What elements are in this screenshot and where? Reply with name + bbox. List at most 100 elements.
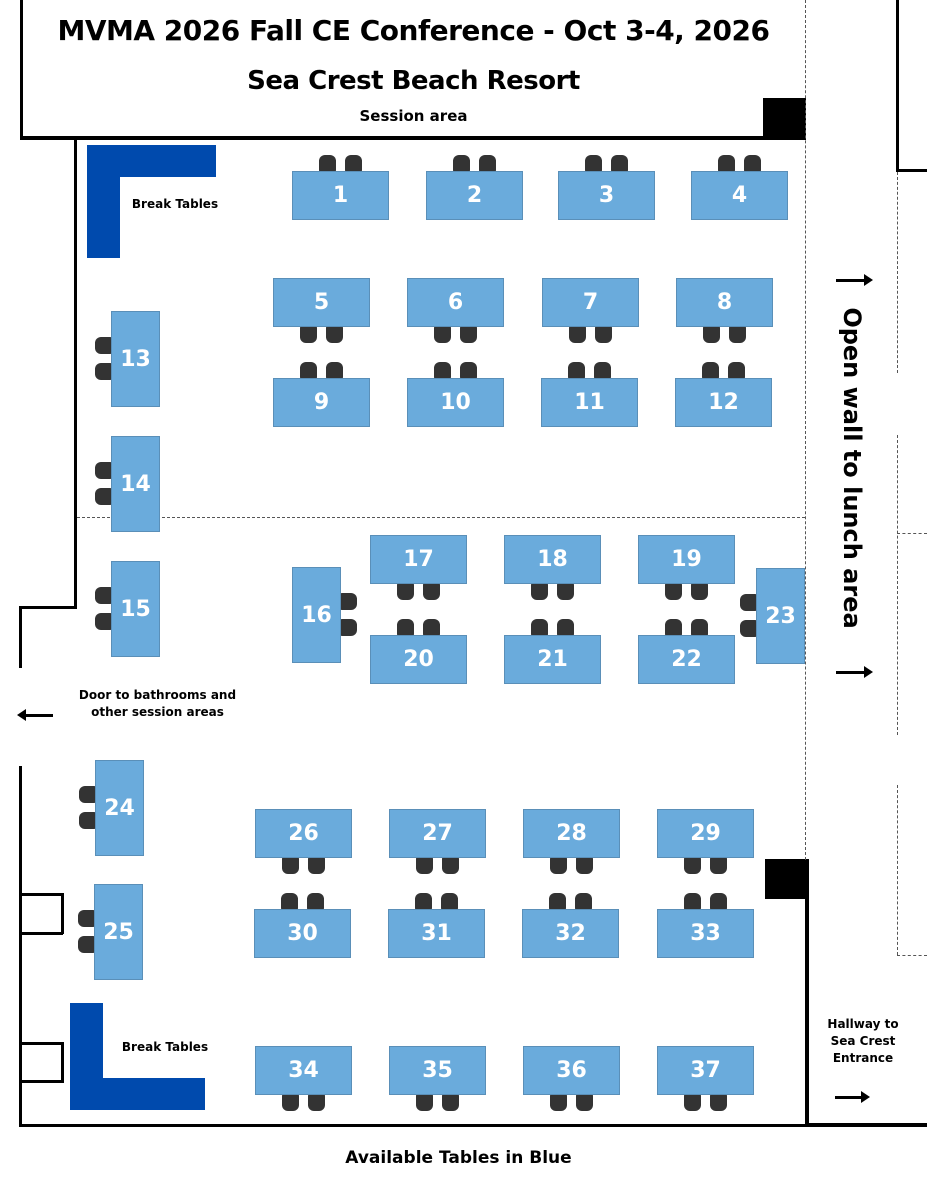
table-35[interactable]: 35 (389, 1046, 486, 1095)
table-1[interactable]: 1 (292, 171, 389, 220)
chair-icon (709, 857, 727, 874)
chair-icon (79, 786, 96, 803)
door-label-line1: Door to bathrooms and (78, 688, 237, 702)
chair-icon (575, 1094, 593, 1111)
chair-icon (396, 619, 414, 636)
table-18[interactable]: 18 (504, 535, 601, 584)
open-wall-arrow-top-icon (836, 274, 873, 286)
chair-icon (452, 155, 470, 172)
left-wall-upper (74, 138, 77, 608)
table-8[interactable]: 8 (676, 278, 773, 327)
table-24[interactable]: 24 (95, 760, 144, 856)
chair-icon (307, 1094, 325, 1111)
chair-icon (95, 337, 112, 354)
lunch-area-line-2 (897, 435, 898, 735)
table-16[interactable]: 16 (292, 567, 341, 663)
break-tables-label-top: Break Tables (131, 197, 219, 211)
table-number: 22 (671, 647, 702, 672)
chair-icon (717, 155, 735, 172)
open-wall-arrow-bottom-icon (836, 666, 873, 678)
table-12[interactable]: 12 (675, 378, 772, 427)
table-number: 8 (716, 290, 733, 315)
table-number: 3 (598, 183, 615, 208)
table-number: 20 (403, 647, 434, 672)
chair-icon (664, 619, 682, 636)
table-number: 29 (690, 821, 721, 846)
open-wall-label: Open wall to lunch area (838, 307, 866, 629)
table-22[interactable]: 22 (638, 635, 735, 684)
left-wall-door-upper (19, 606, 22, 668)
chair-icon (740, 594, 757, 611)
table-10[interactable]: 10 (407, 378, 504, 427)
chair-icon (549, 857, 567, 874)
table-28[interactable]: 28 (523, 809, 620, 858)
table-number: 23 (765, 603, 796, 629)
table-number: 9 (313, 390, 330, 415)
lunch-wall-vertical (896, 0, 899, 172)
table-3[interactable]: 3 (558, 171, 655, 220)
table-number: 28 (556, 821, 587, 846)
table-30[interactable]: 30 (254, 909, 351, 958)
chair-icon (280, 893, 298, 910)
chair-icon (344, 155, 362, 172)
notch-1-top (19, 893, 63, 896)
table-21[interactable]: 21 (504, 635, 601, 684)
chair-icon (299, 326, 317, 343)
table-number: 17 (403, 547, 434, 572)
table-4[interactable]: 4 (691, 171, 788, 220)
bottom-wall (19, 1124, 808, 1127)
table-31[interactable]: 31 (388, 909, 485, 958)
table-33[interactable]: 33 (657, 909, 754, 958)
table-7[interactable]: 7 (542, 278, 639, 327)
table-25[interactable]: 25 (94, 884, 143, 980)
table-15[interactable]: 15 (111, 561, 160, 657)
break-tables-label-bottom: Break Tables (121, 1040, 209, 1054)
table-number: 25 (103, 919, 134, 945)
table-number: 2 (466, 183, 483, 208)
table-19[interactable]: 19 (638, 535, 735, 584)
chair-icon (325, 326, 343, 343)
chair-icon (690, 619, 708, 636)
chair-icon (683, 893, 701, 910)
door-label-line2: other session areas (91, 705, 224, 719)
table-29[interactable]: 29 (657, 809, 754, 858)
table-5[interactable]: 5 (273, 278, 370, 327)
table-number: 13 (120, 346, 151, 372)
table-6[interactable]: 6 (407, 278, 504, 327)
table-14[interactable]: 14 (111, 436, 160, 532)
door-arrow-icon (17, 709, 53, 721)
left-wall-step (19, 606, 77, 609)
session-area-label: Session area (359, 107, 468, 125)
table-number: 31 (421, 921, 452, 946)
table-13[interactable]: 13 (111, 311, 160, 407)
chair-icon (548, 893, 566, 910)
table-34[interactable]: 34 (255, 1046, 352, 1095)
chair-icon (593, 362, 611, 379)
chair-icon (690, 583, 708, 600)
break-table-top-horizontal (87, 145, 216, 177)
hallway-label-line2: Sea Crest (830, 1034, 896, 1048)
chair-icon (556, 583, 574, 600)
chair-icon (78, 910, 95, 927)
hallway-label-line3: Entrance (832, 1051, 894, 1065)
table-number: 18 (537, 547, 568, 572)
door-label: Door to bathrooms and other session area… (60, 687, 255, 721)
table-36[interactable]: 36 (523, 1046, 620, 1095)
table-23[interactable]: 23 (756, 568, 805, 664)
chair-icon (556, 619, 574, 636)
table-number: 27 (422, 821, 453, 846)
lunch-area-line-1 (897, 172, 898, 373)
table-number: 19 (671, 547, 702, 572)
chair-icon (325, 362, 343, 379)
table-26[interactable]: 26 (255, 809, 352, 858)
table-number: 21 (537, 647, 568, 672)
table-17[interactable]: 17 (370, 535, 467, 584)
table-20[interactable]: 20 (370, 635, 467, 684)
table-11[interactable]: 11 (541, 378, 638, 427)
table-32[interactable]: 32 (522, 909, 619, 958)
table-2[interactable]: 2 (426, 171, 523, 220)
table-9[interactable]: 9 (273, 378, 370, 427)
table-37[interactable]: 37 (657, 1046, 754, 1095)
chair-icon (79, 812, 96, 829)
table-27[interactable]: 27 (389, 809, 486, 858)
